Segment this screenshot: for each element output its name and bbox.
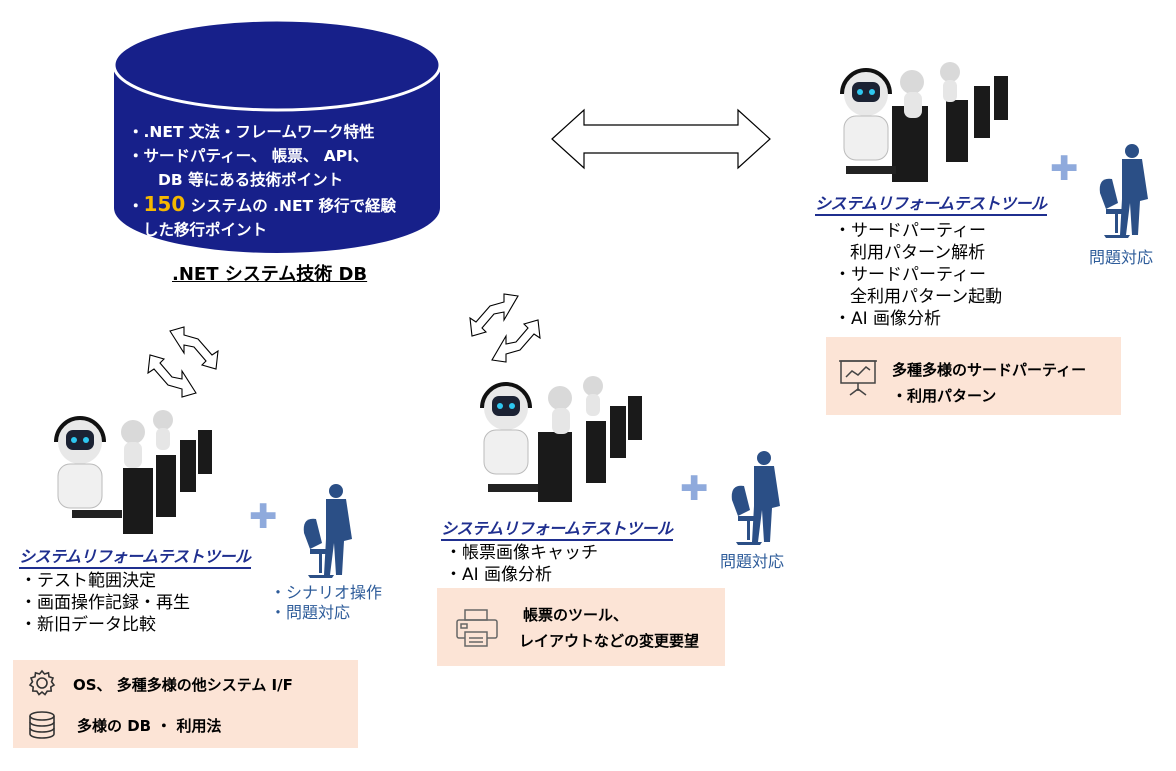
feature-item: ・画面操作記録・再生 xyxy=(20,593,190,613)
db-line-4: ・150 システムの .NET 移行で経験 xyxy=(128,192,397,216)
feature-item: ・テスト範囲決定 xyxy=(20,571,156,591)
features-left: ・テスト範囲決定 ・画面操作記録・再生 ・新旧データ比較 xyxy=(20,570,190,636)
db-title: .NET システム技術 DB xyxy=(172,264,368,285)
plus-icon-middle: ✚ xyxy=(680,469,709,509)
human-note-right: 問題対応 xyxy=(1089,248,1154,267)
tool-title-middle: システムリフォームテストツール xyxy=(441,515,673,541)
tool-title-right: システムリフォームテストツール xyxy=(815,190,1047,216)
human-note-middle: 問題対応 xyxy=(720,552,785,571)
feature-item: ・サードパーティー xyxy=(834,221,986,241)
database-content: ・.NET 文法・フレームワーク特性 ・サードパティー、 帳票、 API、 DB… xyxy=(128,120,448,242)
info-box-left: OS、 多種多様の他システム I/F 多様の DB ・ 利用法 xyxy=(13,660,358,748)
info-box-middle-text-1: 帳票のツール、 xyxy=(523,606,629,624)
presentation-icon xyxy=(839,360,877,396)
db-line-2: ・サードパティー、 帳票、 API、 xyxy=(128,147,369,165)
features-right: ・サードパーティー 利用パターン解析 ・サードパーティー 全利用パターン起動 ・… xyxy=(834,220,1002,330)
double-arrow-horizontal xyxy=(551,108,771,170)
feature-item: ・帳票画像キャッチ xyxy=(445,543,598,563)
businessman-icon-right xyxy=(1099,144,1148,238)
info-box-middle: 帳票のツール、 レイアウトなどの変更要望 xyxy=(437,588,725,666)
businessman-icon-left xyxy=(303,484,352,578)
feature-item: ・AI 画像分析 xyxy=(445,565,553,585)
feature-item: ・サードパーティー xyxy=(834,265,986,285)
plus-icon-right: ✚ xyxy=(1050,149,1079,189)
info-box-left-text-1: OS、 多種多様の他システム I/F xyxy=(73,676,293,694)
info-box-middle-text-2: レイアウトなどの変更要望 xyxy=(519,632,700,650)
cycle-arrows-middle xyxy=(469,293,541,363)
feature-item: ・AI 画像分析 xyxy=(834,309,942,329)
cycle-arrows-left xyxy=(147,326,219,398)
feature-item: 利用パターン解析 xyxy=(850,243,986,263)
plus-icon-left: ✚ xyxy=(249,497,278,537)
info-box-right-text-2: ・利用パターン xyxy=(892,387,997,405)
human-note: ・問題対応 xyxy=(270,603,351,622)
robot-workstations-right xyxy=(840,62,1008,182)
database-icon xyxy=(29,711,55,739)
human-notes-left: ・シナリオ操作 ・問題対応 xyxy=(270,583,382,623)
feature-item: ・新旧データ比較 xyxy=(20,615,156,635)
db-line-5: した移行ポイント xyxy=(143,221,268,239)
businessman-icon-middle xyxy=(731,451,780,545)
info-box-left-text-2: 多様の DB ・ 利用法 xyxy=(77,717,222,735)
info-box-right: 多種多様のサードパーティー ・利用パターン xyxy=(826,337,1121,415)
db-highlight-number: 150 xyxy=(143,192,186,216)
tool-title-left: システムリフォームテストツール xyxy=(19,543,251,569)
printer-icon xyxy=(456,609,498,647)
feature-item: 全利用パターン起動 xyxy=(850,287,1003,307)
robot-workstations-left xyxy=(54,410,212,534)
features-middle: ・帳票画像キャッチ ・AI 画像分析 xyxy=(445,542,598,586)
info-box-right-text-1: 多種多様のサードパーティー xyxy=(892,361,1087,379)
human-note: ・シナリオ操作 xyxy=(270,583,383,602)
gear-icon xyxy=(28,669,56,696)
robot-workstations-middle xyxy=(480,376,642,502)
database-cylinder xyxy=(112,18,442,253)
db-line-1: ・.NET 文法・フレームワーク特性 xyxy=(128,123,375,141)
db-line-3: DB 等にある技術ポイント xyxy=(158,171,344,189)
